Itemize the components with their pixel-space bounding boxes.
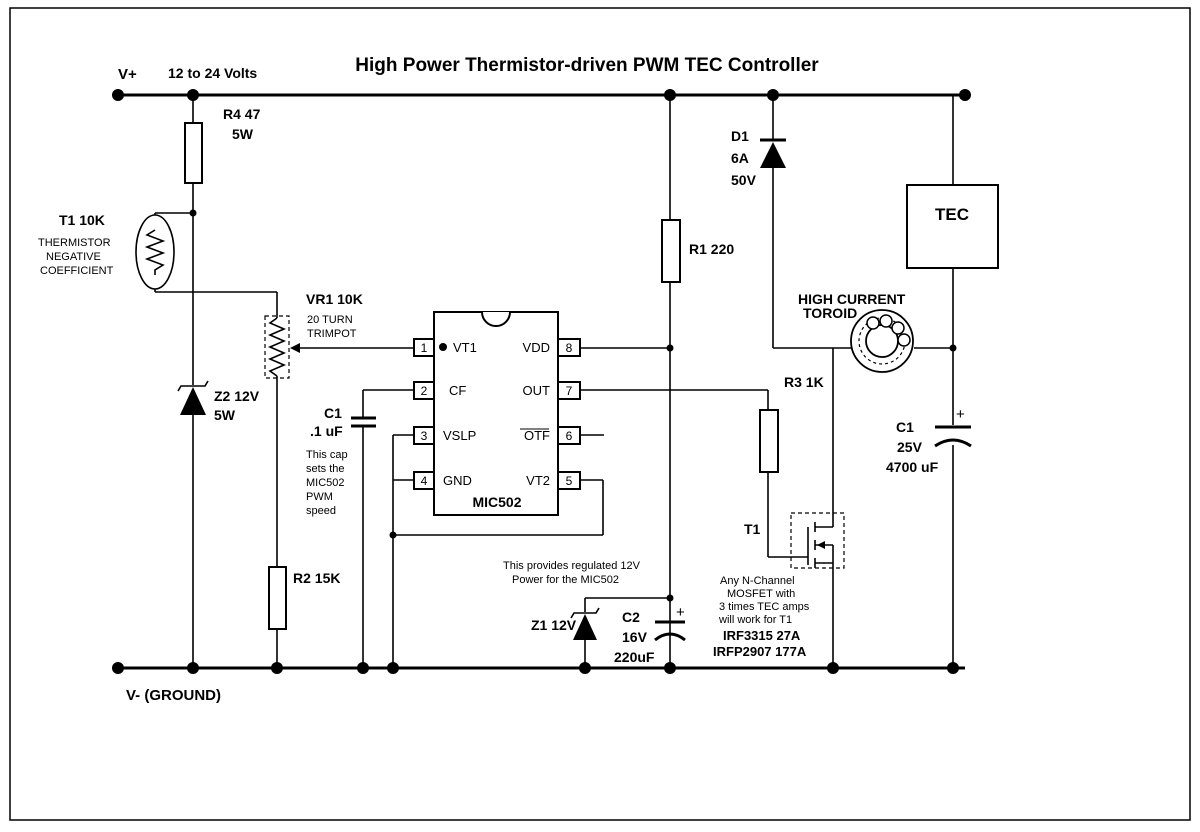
diode-d1 [760,95,852,349]
d1-label: D1 [731,128,749,144]
mosfet-note-3: 3 times TEC amps [719,601,810,613]
c1-small-label: C1 [324,405,342,421]
mosfet-part-2: IRFP2907 177A [713,644,807,659]
c1-note-3: MIC502 [306,477,345,489]
ic-ground-wires [389,434,604,668]
vminus-label: V- (GROUND) [126,687,221,704]
pin-3-label: VSLP [443,428,476,443]
resistor-r2 [268,566,287,630]
d1-volt: 50V [731,172,757,188]
resistor-r3 [759,409,779,473]
pin-2-label: CF [449,383,466,398]
resistor-r1 [661,219,681,283]
c2-volt: 16V [622,629,648,645]
pin-2-num: 2 [421,384,428,398]
thermistor-note-2: NEGATIVE [46,251,101,263]
r3-mosfet-wires [580,348,834,668]
mosfet-part-1: IRF3315 27A [723,628,801,643]
r1-label: R1 220 [689,241,734,257]
vr1-note-1: 20 TURN [307,314,353,326]
c1-note-5: speed [306,505,336,517]
c1-note-2: sets the [306,463,345,475]
z2-watt: 5W [214,407,236,423]
toroid-label-1: HIGH CURRENT [798,291,906,307]
mosfet-t1 [790,512,845,592]
tec-label: TEC [935,205,969,224]
r3-label: R3 1K [784,374,824,390]
vr1-label: VR1 10K [306,291,363,307]
thermistor-note-1: THERMISTOR [38,237,111,249]
r2-label: R2 15K [293,570,340,586]
capacitor-c2: + [654,604,686,642]
thermistor-note-3: COEFFICIENT [40,265,114,277]
pin-1-label: VT1 [453,340,477,355]
c1-big-label: C1 [896,419,914,435]
d1-amp: 6A [731,150,749,166]
c1-note-4: PWM [306,491,333,503]
ic-name: MIC502 [472,494,521,510]
zener-z1 [570,607,600,640]
capacitor-c1-small [351,389,419,668]
svg-text:+: + [676,604,685,621]
z2-label: Z2 12V [214,388,260,404]
z1-label: Z1 12V [531,617,577,633]
pin-5-label: VT2 [526,473,550,488]
pin-6-num: 6 [566,429,573,443]
r4-watt: 5W [232,126,254,142]
tec-module [906,184,999,269]
ic-mic502 [413,311,581,516]
mosfet-label: T1 [744,521,761,537]
reg-note-1: This provides regulated 12V [503,560,641,572]
mosfet-note-1: Any N-Channel [720,575,795,587]
pin-5-num: 5 [566,474,573,488]
border [9,7,1191,821]
pin-4-num: 4 [421,474,428,488]
pin-7-num: 7 [566,384,573,398]
pin-4-label: GND [443,473,472,488]
c2-label: C2 [622,609,640,625]
pin-6-label: OTF [524,428,550,443]
trimpot-vr1 [264,292,419,567]
pin-8-label: VDD [523,340,550,355]
c2-cap: 220uF [614,649,655,665]
pin-8-num: 8 [566,341,573,355]
capacitor-c1-big: + [934,406,972,448]
positive-rail [112,89,971,101]
mosfet-note-4: will work for T1 [718,614,792,626]
svg-text:+: + [956,406,965,423]
c1-small-value: .1 uF [310,423,343,439]
c1-big-volt: 25V [897,439,923,455]
ground-rail [112,662,965,674]
tec-branch-wires [914,95,957,668]
thermistor-t1 [135,214,175,290]
c1-big-cap: 4700 uF [886,459,939,475]
r4-label: R4 47 [223,106,261,122]
c1-note-1: This cap [306,449,348,461]
supply-label: 12 to 24 Volts [168,65,257,81]
vplus-label: V+ [118,66,137,83]
reg-note-2: Power for the MIC502 [512,574,619,586]
toroid-label-2: TOROID [803,305,857,321]
pin-3-num: 3 [421,429,428,443]
mosfet-note-2: MOSFET with [727,588,795,600]
pin-7-label: OUT [523,383,551,398]
diagram-title: High Power Thermistor-driven PWM TEC Con… [355,55,819,76]
toroid-inductor [850,309,914,373]
r1-branch-wires [580,95,674,668]
vr1-note-2: TRIMPOT [307,328,357,340]
zener-z2 [177,380,209,415]
thermistor-label: T1 10K [59,212,105,228]
resistor-r4 [184,122,203,184]
pin-1-num: 1 [421,341,428,355]
